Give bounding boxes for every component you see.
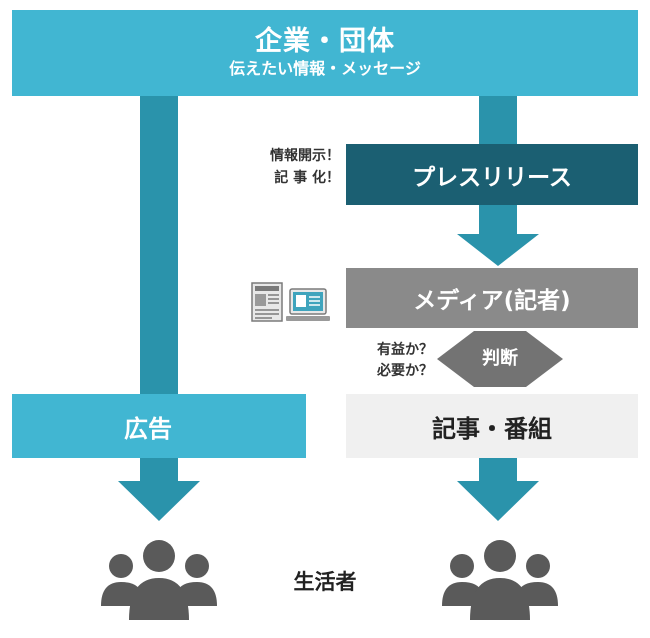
- press-release-label: プレスリリース: [412, 164, 572, 191]
- ad-label: 広告: [124, 414, 172, 443]
- people-group-icon: [101, 540, 217, 620]
- judgement-label: 判断: [482, 348, 518, 369]
- consumer-right-arrow-shaft: [479, 458, 517, 482]
- press-note-line2: 記 事 化！: [274, 169, 340, 186]
- consumer-left-arrow-head: [118, 481, 200, 521]
- company-header: 企業・団体 伝えたい情報・メッセージ: [12, 10, 638, 96]
- consumer-left-arrow-shaft: [140, 458, 178, 482]
- media-arrow-shaft: [479, 205, 517, 235]
- judgement-note-line2: 必要か？: [377, 363, 433, 379]
- article-label: 記事・番組: [432, 414, 552, 443]
- consumer-right-arrow-head: [457, 481, 539, 521]
- media-arrow-head: [457, 234, 539, 266]
- media-label: メディア(記者): [413, 288, 571, 314]
- press-release-box: プレスリリース: [346, 144, 638, 205]
- press-note: 情報開示！ 記 事 化！: [212, 146, 340, 189]
- press-note-line1: 情報開示！: [270, 148, 340, 164]
- judgement-note-line1: 有益か？: [377, 342, 433, 358]
- judgement-diamond: [437, 331, 563, 387]
- newspaper-computer-icon: [251, 282, 330, 322]
- ad-box: 広告: [12, 394, 306, 458]
- ad-arrow-shaft: [140, 96, 178, 396]
- company-title: 企業・団体: [255, 26, 395, 58]
- article-box: 記事・番組: [346, 394, 638, 458]
- company-subtitle: 伝えたい情報・メッセージ: [229, 59, 421, 79]
- consumer-label: 生活者: [293, 570, 357, 594]
- judgement-note: 有益か？ 必要か？: [315, 340, 433, 382]
- people-group-icon: [442, 540, 558, 620]
- press-arrow-shaft: [479, 96, 517, 144]
- media-box: メディア(記者): [346, 268, 638, 328]
